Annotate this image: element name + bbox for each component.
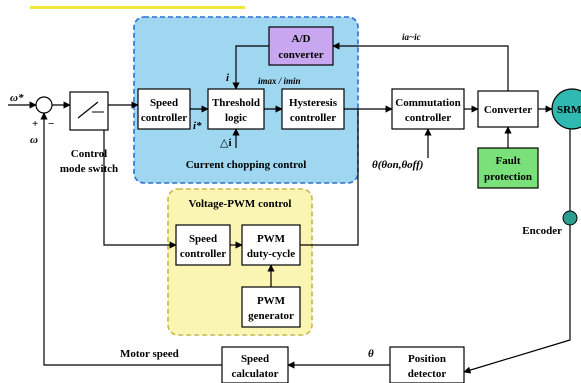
svg-text:detector: detector	[408, 368, 447, 380]
plus-sign: +	[32, 118, 38, 130]
srm-motor: SRM	[551, 88, 581, 130]
encoder: Encoder	[522, 210, 578, 237]
svg-text:PWM: PWM	[257, 295, 286, 307]
svg-text:protection: protection	[484, 171, 532, 183]
svg-text:Speed: Speed	[241, 353, 269, 365]
speed-controller-top: Speed controller	[137, 88, 191, 130]
svg-text:calculator: calculator	[231, 368, 278, 380]
fault-protection: Fault protection	[477, 147, 539, 189]
title-bar	[30, 6, 245, 9]
svg-text:controller: controller	[290, 112, 336, 124]
svg-text:Commutation: Commutation	[395, 97, 460, 109]
commutation-controller: Commutation controller	[391, 88, 465, 130]
svg-text:Converter: Converter	[484, 104, 532, 116]
svg-text:logic: logic	[225, 112, 247, 124]
svg-text:converter: converter	[278, 49, 323, 61]
converter: Converter	[477, 90, 539, 128]
svg-text:controller: controller	[405, 112, 451, 124]
minus-sign: −	[48, 118, 54, 130]
svg-text:controller: controller	[141, 112, 187, 124]
svg-text:SRM: SRM	[557, 104, 581, 116]
current-chopping-label: Current chopping control	[186, 159, 307, 171]
i-ref-label: i*	[193, 120, 202, 132]
speed-calculator: Speed calculator	[221, 346, 289, 383]
svg-text:controller: controller	[180, 248, 226, 260]
svg-text:Speed: Speed	[189, 233, 217, 245]
delta-i-label: △i	[220, 137, 232, 149]
svg-text:Position: Position	[408, 353, 446, 365]
threshold-logic: Threshold logic	[207, 88, 265, 130]
pwm-generator: PWM generator	[241, 286, 301, 328]
summing-junction	[35, 96, 53, 114]
switch-label-1: Control	[71, 148, 107, 160]
i-label: i	[226, 72, 230, 84]
motor-speed-label: Motor speed	[120, 348, 179, 360]
omega-ref-label: ω*	[10, 92, 24, 104]
svg-text:A/D: A/D	[292, 33, 311, 45]
theta-label: θ	[368, 348, 374, 360]
speed-controller-pwm: Speed controller	[175, 224, 231, 266]
theta-on-off-label: θ(θon,θoff)	[372, 159, 423, 171]
svg-text:Encoder: Encoder	[522, 225, 562, 237]
svg-text:Fault: Fault	[495, 155, 520, 167]
svg-text:Hysteresis: Hysteresis	[289, 97, 338, 109]
svg-text:Speed: Speed	[150, 97, 178, 109]
hysteresis-controller: Hysteresis controller	[281, 88, 345, 130]
pwm-duty-cycle: PWM duty-cycle	[241, 224, 301, 266]
control-mode-switch: Control mode switch	[60, 91, 118, 175]
switch-label-2: mode switch	[60, 163, 118, 175]
currents-label: ia~ic	[402, 32, 421, 42]
ad-converter: A/D converter	[268, 26, 334, 66]
position-detector: Position detector	[389, 346, 465, 383]
signal-lines	[8, 42, 571, 374]
omega-label: ω	[30, 134, 38, 146]
voltage-pwm-label: Voltage-PWM control	[189, 198, 292, 210]
svg-text:generator: generator	[248, 310, 294, 322]
svg-text:PWM: PWM	[257, 233, 286, 245]
svg-text:Threshold: Threshold	[212, 97, 260, 109]
svg-text:duty-cycle: duty-cycle	[247, 248, 295, 260]
imax-imin-label: imax / imin	[258, 76, 301, 86]
